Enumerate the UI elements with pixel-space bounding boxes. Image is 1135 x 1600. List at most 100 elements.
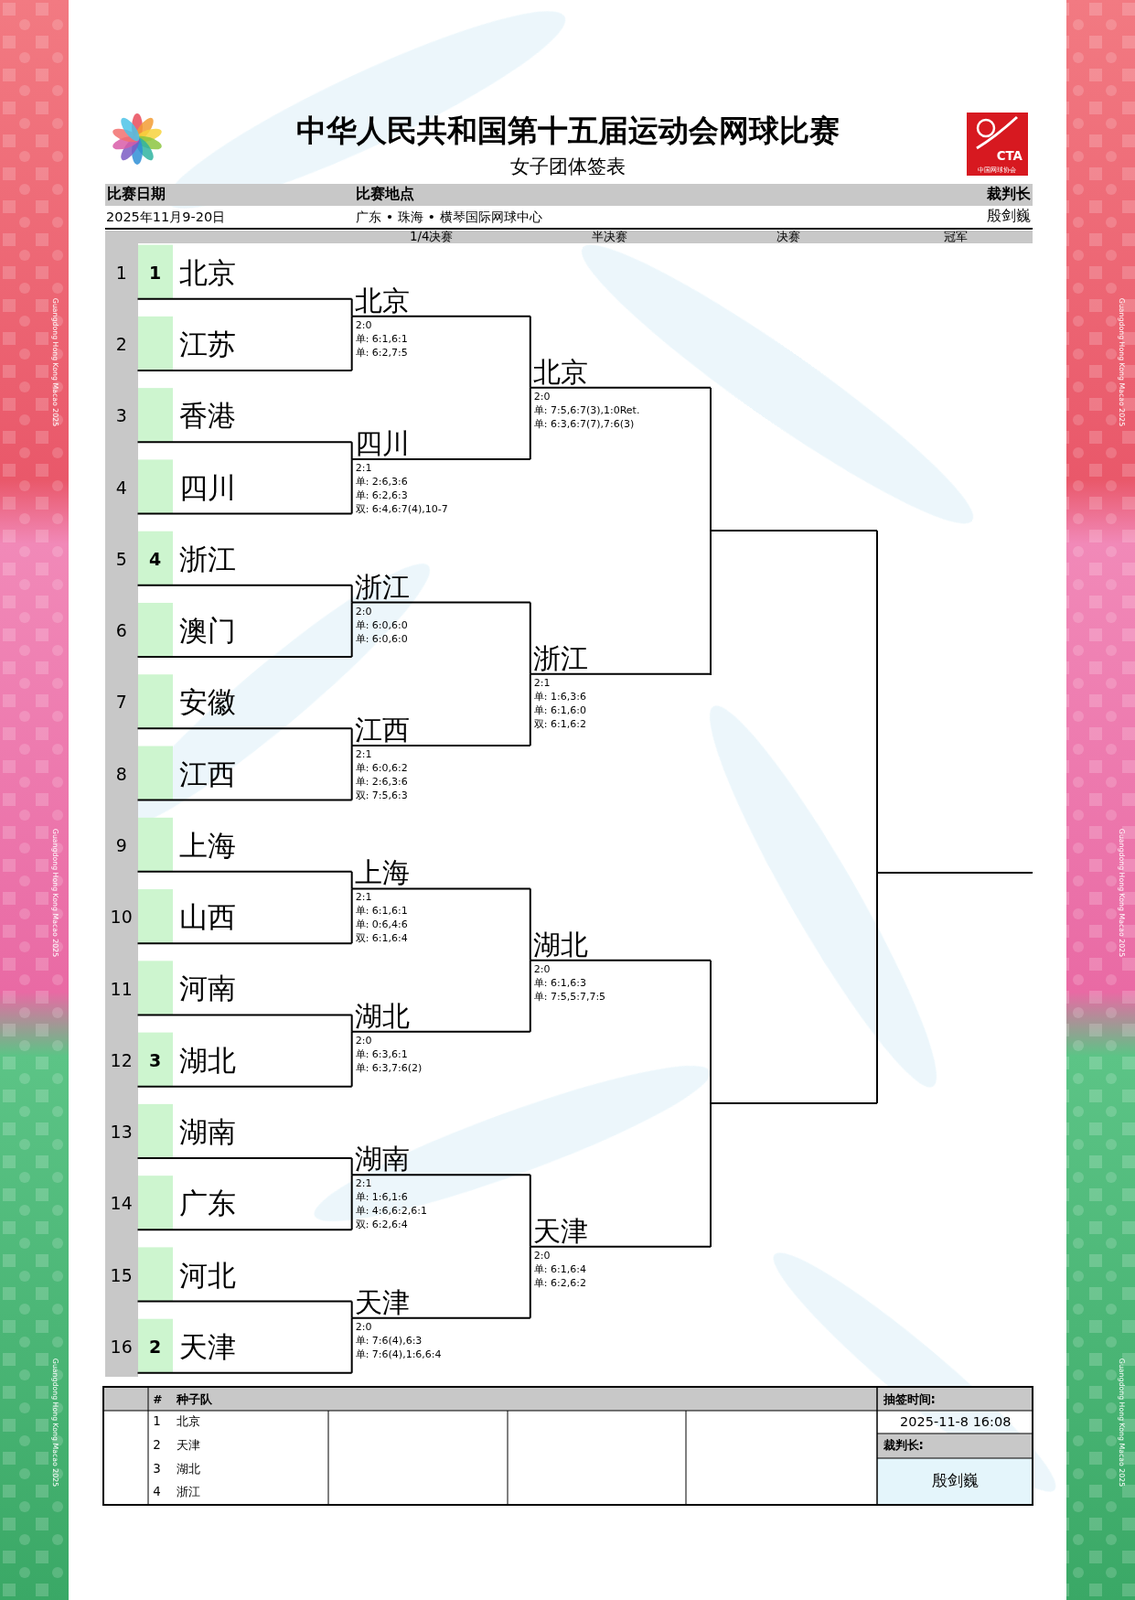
winner-slot: 湖北2:0单: 6:1,6:3单: 7:5,5:7,7:5 (530, 929, 711, 1004)
team-slot: 河南 (173, 961, 353, 1015)
bracket-line (138, 942, 353, 944)
bracket-connector (351, 1031, 354, 1087)
strip-text: Guangdong Hong Kong Macao 2025 (52, 298, 61, 427)
cta-logo (966, 112, 1028, 176)
match-score: 2:1 (352, 889, 531, 904)
match-score: 2:0 (352, 1033, 531, 1048)
row-number: 13 (110, 1122, 133, 1143)
seed-table (103, 1386, 1033, 1505)
seed-cell (138, 888, 173, 943)
bracket-connector (529, 387, 532, 460)
bracket-line (138, 1156, 353, 1159)
rubber-score: 单: 6:1,6:1 (352, 903, 531, 918)
rubber-score: 双: 6:4,6:7(4),10-7 (352, 502, 531, 516)
rubber-score: 单: 6:3,6:7(7),7:6(3) (530, 417, 711, 431)
table-cell: 2 (152, 1437, 161, 1452)
team-name: 河北 (179, 1258, 236, 1292)
round-header: 1/4决赛 (409, 229, 454, 244)
games-logo (111, 113, 164, 165)
bracket-connector (351, 585, 354, 603)
row-number: 14 (110, 1193, 133, 1214)
rubber-score: 单: 6:1,6:3 (530, 975, 711, 990)
team-name: 上海 (352, 856, 531, 888)
seed-number: 4 (149, 549, 161, 570)
bracket-connector (351, 316, 354, 371)
bracket-connector (351, 459, 354, 514)
team-name: 四川 (352, 428, 531, 459)
table-cell: 湖北 (176, 1461, 201, 1476)
bracket-connector (351, 602, 354, 658)
seed-cell (138, 746, 173, 801)
rubber-score: 单: 7:5,5:7,7:5 (530, 989, 711, 1004)
row-number: 8 (116, 764, 128, 785)
table-cell: 1 (152, 1414, 161, 1429)
bracket-line (352, 1173, 531, 1176)
winner-slot: 湖北2:0单: 6:3,6:1单: 6:3,7:6(2) (352, 1000, 531, 1075)
team-name: 北京 (352, 285, 531, 316)
bracket-line (530, 959, 711, 962)
rubber-score: 单: 6:2,6:2 (530, 1275, 711, 1290)
winner-slot: 北京2:0单: 7:5,6:7(3),1:0Ret.单: 6:3,6:7(7),… (530, 356, 711, 431)
seed-cell (138, 459, 173, 514)
swoosh-decor (100, 0, 1073, 1511)
bracket-connector (529, 1246, 532, 1318)
bracket-line (138, 799, 353, 802)
match-score: 2:0 (530, 962, 711, 976)
seed-cell (138, 245, 173, 300)
rubber-score: 单: 6:0,6:0 (352, 631, 531, 646)
row-number: 2 (116, 334, 128, 355)
seed-cell (138, 1246, 173, 1301)
team-name: 广东 (179, 1186, 236, 1220)
row-number: 12 (110, 1050, 133, 1071)
team-name: 四川 (179, 471, 236, 504)
bracket-connector (529, 316, 532, 388)
rubber-score: 单: 6:3,7:6(2) (352, 1060, 531, 1075)
match-score: 2:0 (530, 1248, 711, 1263)
team-slot: 澳门 (173, 603, 353, 657)
team-slot: 香港 (173, 388, 353, 442)
winner-slot: 浙江2:1单: 1:6,3:6单: 6:1,6:0双: 6:1,6:2 (530, 642, 711, 731)
rubber-score: 单: 4:6,6:2,6:1 (352, 1203, 531, 1218)
team-slot: 山西 (173, 889, 353, 943)
team-name: 山西 (179, 899, 236, 933)
bracket-line (530, 386, 711, 389)
rubber-score: 双: 6:1,6:2 (530, 717, 711, 731)
rubber-score: 单: 0:6,4:6 (352, 917, 531, 932)
strip-text: Guangdong Hong Kong Macao 2025 (1117, 827, 1126, 956)
seed-cell (138, 1318, 173, 1373)
bracket-connector (351, 888, 354, 943)
bracket-line (138, 1013, 353, 1016)
team-name: 江西 (352, 714, 531, 745)
bracket-line (352, 744, 531, 747)
strip-text: Guangdong Hong Kong Macao 2025 (1117, 1358, 1126, 1487)
team-slot: 北京 (173, 246, 353, 300)
team-name: 浙江 (179, 542, 236, 576)
bracket-connector (351, 1301, 354, 1318)
rubber-score: 单: 6:3,6:1 (352, 1047, 531, 1061)
team-slot: 湖北 (173, 1033, 353, 1087)
seed-cell (138, 960, 173, 1015)
seed-cell (138, 316, 173, 371)
seed-cell (138, 674, 173, 729)
row-number: 7 (116, 693, 128, 714)
winner-slot: 浙江2:0单: 6:0,6:0单: 6:0,6:0 (352, 571, 531, 646)
bracket-connector (351, 871, 354, 889)
seed-cell (138, 531, 173, 586)
team-name: 河南 (179, 971, 236, 1005)
rubber-score: 单: 6:2,7:5 (352, 345, 531, 360)
bracket-line (138, 298, 353, 300)
match-score: 2:1 (352, 747, 531, 761)
logo-text: 中国网球协会 (977, 166, 1017, 174)
seed-number: 3 (149, 1050, 161, 1071)
rubber-score: 单: 1:6,3:6 (530, 689, 711, 704)
bracket-connector (529, 888, 532, 960)
team-name: 北京 (530, 356, 711, 387)
field-value: 2025年11月9-20日 (106, 209, 225, 225)
rubber-score: 单: 1:6,1:6 (352, 1189, 531, 1204)
rubber-score: 单: 6:0,6:0 (352, 618, 531, 632)
team-slot: 江西 (173, 747, 353, 801)
team-slot: 浙江 (173, 532, 353, 586)
bracket-connector (529, 674, 532, 746)
table-cell: 浙江 (176, 1485, 201, 1500)
team-slot: 四川 (173, 460, 353, 514)
